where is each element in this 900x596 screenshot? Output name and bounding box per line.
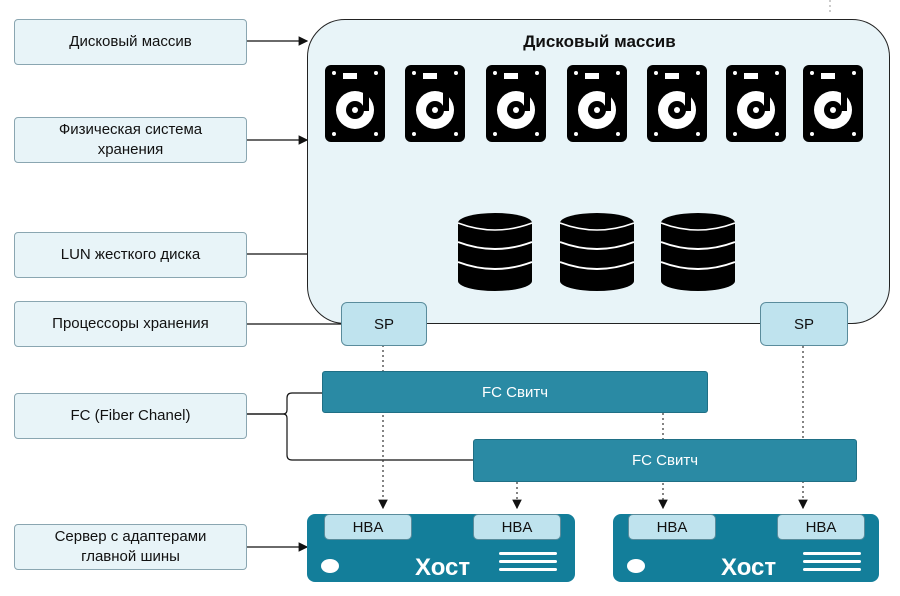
sp-right: SP <box>760 302 848 346</box>
hard-disk-icon <box>726 65 786 142</box>
vent-line-icon <box>499 568 557 571</box>
vent-line-icon <box>499 552 557 555</box>
hba-host2-right: HBA <box>777 514 865 540</box>
fc-switch-bottom: FC Свитч <box>473 439 857 482</box>
hba-host1-left: HBA <box>324 514 412 540</box>
disk-array-title: Дисковый массив <box>523 32 676 51</box>
hba-host2-left: HBA <box>628 514 716 540</box>
hba-host1-right: HBA <box>473 514 561 540</box>
fc-switch-top: FC Свитч <box>322 371 708 413</box>
vent-line-icon <box>803 552 861 555</box>
hard-disk-icon <box>325 65 385 142</box>
vent-line-icon <box>803 568 861 571</box>
hard-disk-icon <box>567 65 627 142</box>
hard-disk-icon <box>405 65 465 142</box>
vent-line-icon <box>803 560 861 563</box>
status-led-icon <box>627 559 645 573</box>
hard-disk-icon <box>803 65 863 142</box>
host-label: Хост <box>415 554 471 581</box>
database-icon <box>660 212 736 292</box>
hard-disk-icon <box>647 65 707 142</box>
label-fc: FC (Fiber Chanel) <box>14 393 247 439</box>
database-icon <box>559 212 635 292</box>
host-label: Хост <box>721 554 777 581</box>
label-physical-storage: Физическая система хранения <box>14 117 247 163</box>
hard-disk-icon <box>486 65 546 142</box>
label-server: Сервер с адаптерами главной шины <box>14 524 247 570</box>
sp-left: SP <box>341 302 427 346</box>
label-lun: LUN жесткого диска <box>14 232 247 278</box>
label-disk-array: Дисковый массив <box>14 19 247 65</box>
label-storage-processors: Процессоры хранения <box>14 301 247 347</box>
database-icon <box>457 212 533 292</box>
vent-line-icon <box>499 560 557 563</box>
status-led-icon <box>321 559 339 573</box>
